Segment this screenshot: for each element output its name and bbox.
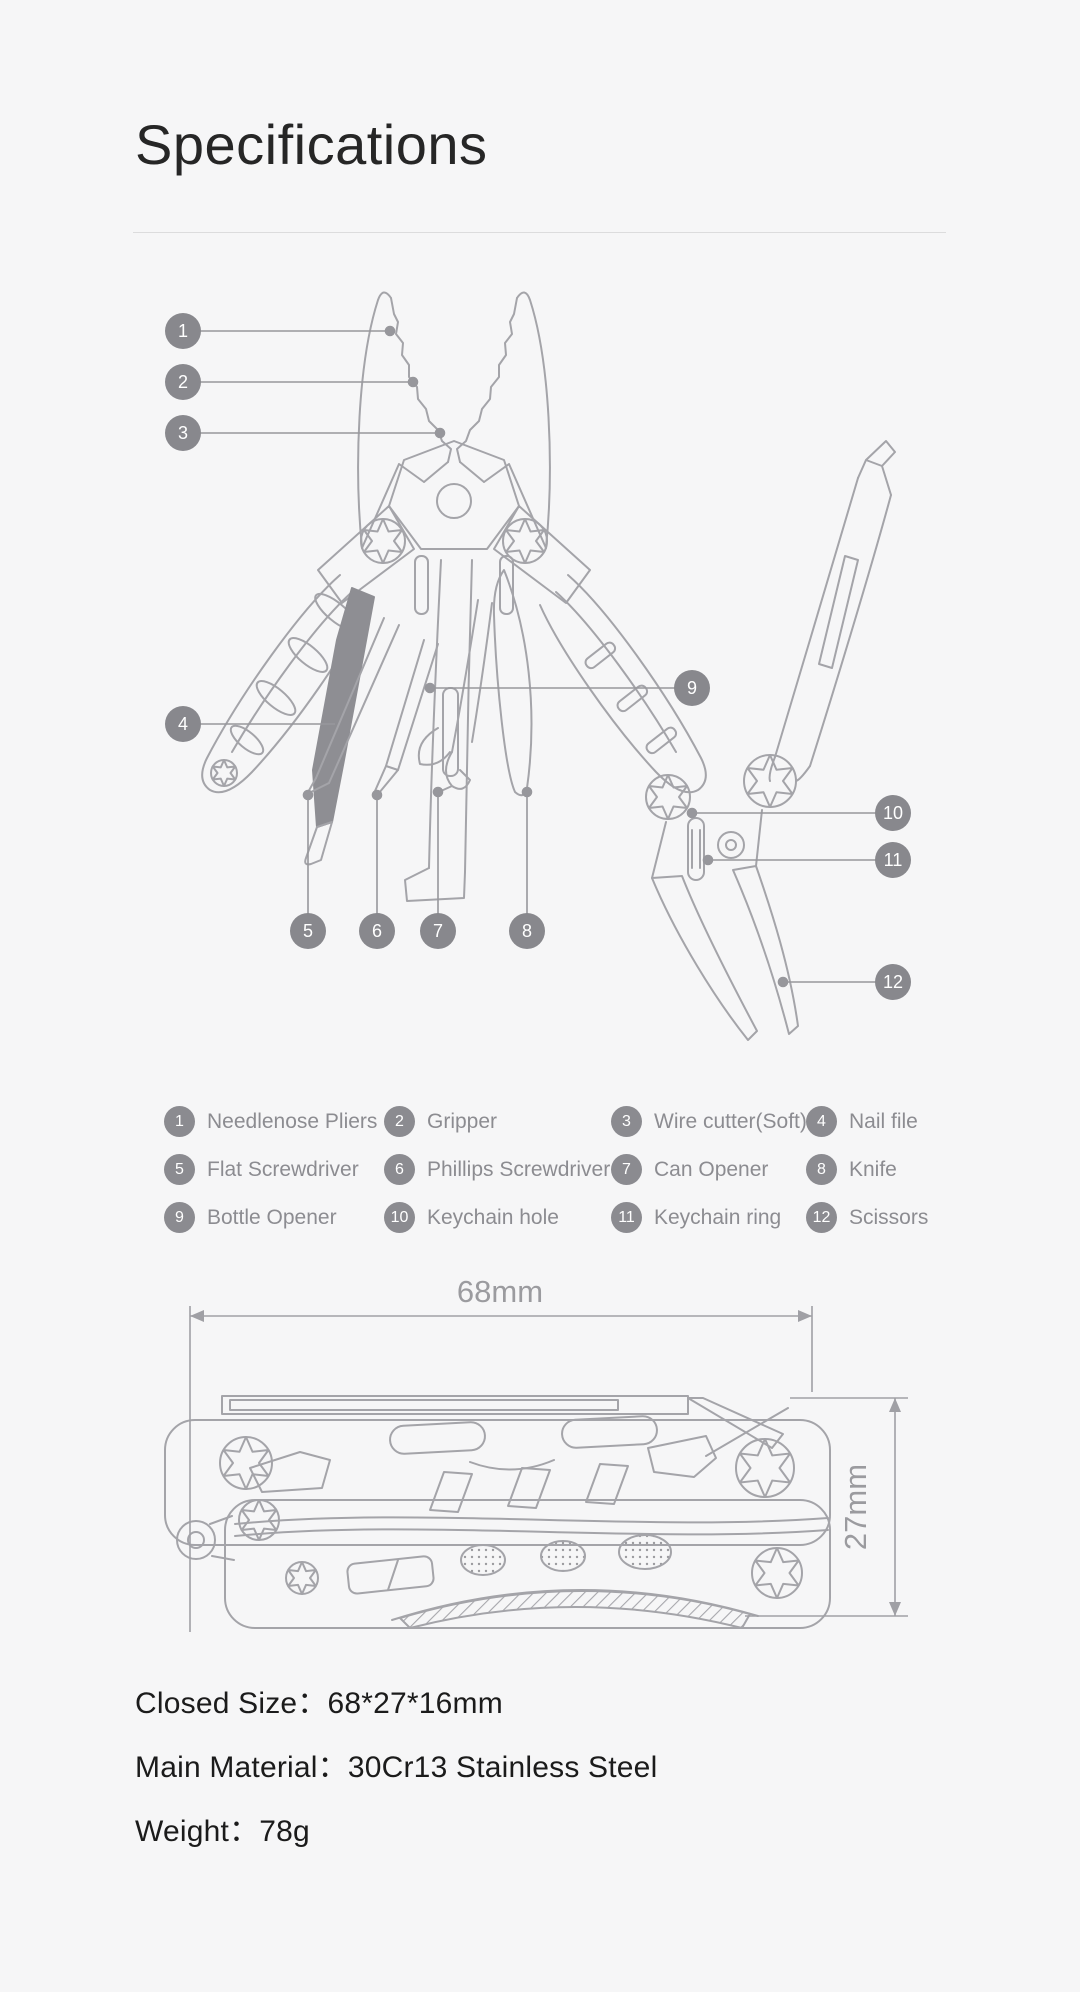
legend-label: Knife	[849, 1157, 897, 1181]
legend-item-knife: 8 Knife	[806, 1154, 897, 1185]
callout-badge-3: 3	[165, 415, 201, 451]
spec-weight: Weight：78g	[135, 1815, 310, 1848]
callout-badge-6: 6	[359, 913, 395, 949]
legend-item-keychain-ring: 11 Keychain ring	[611, 1202, 781, 1233]
legend-badge: 7	[611, 1154, 642, 1185]
legend-badge: 3	[611, 1106, 642, 1137]
legend-item-gripper: 2 Gripper	[384, 1106, 497, 1137]
legend-label: Gripper	[427, 1109, 498, 1133]
legend-badge: 10	[384, 1202, 415, 1233]
dimension-lines	[189, 1306, 908, 1632]
callout-badge-8: 8	[509, 913, 545, 949]
legend-label: Keychain hole	[427, 1205, 559, 1229]
legend-item-keychain-hole: 10 Keychain hole	[384, 1202, 559, 1233]
legend-badge: 11	[611, 1202, 642, 1233]
callout-badge-4: 4	[165, 706, 201, 742]
legend-label: Scissors	[849, 1205, 929, 1229]
callout-badge-1: 1	[165, 313, 201, 349]
spec-closed-size: Closed Size：68*27*16mm	[135, 1687, 503, 1720]
legend-label: Phillips Screwdriver	[427, 1157, 611, 1181]
closed-tool-drawing	[164, 1395, 831, 1629]
title-divider	[133, 232, 946, 233]
legend-item-flat-screwdriver: 5 Flat Screwdriver	[164, 1154, 359, 1185]
legend-label: Bottle Opener	[207, 1205, 337, 1229]
legend-badge: 12	[806, 1202, 837, 1233]
width-dimension-label: 68mm	[457, 1274, 543, 1309]
callout-badge-5: 5	[290, 913, 326, 949]
legend-badge: 5	[164, 1154, 195, 1185]
callout-badge-11: 11	[875, 842, 911, 878]
callout-badge-9: 9	[674, 670, 710, 706]
legend-badge: 9	[164, 1202, 195, 1233]
legend-item-nail-file: 4 Nail file	[806, 1106, 918, 1137]
legend-label: Nail file	[849, 1109, 918, 1133]
legend-item-scissors: 12 Scissors	[806, 1202, 928, 1233]
callout-badge-7: 7	[420, 913, 456, 949]
callout-leader-lines	[200, 325, 876, 988]
legend-item-can-opener: 7 Can Opener	[611, 1154, 768, 1185]
legend-badge: 6	[384, 1154, 415, 1185]
open-tool-drawing	[201, 291, 896, 1041]
legend-item-bottle-opener: 9 Bottle Opener	[164, 1202, 337, 1233]
legend-item-phillips-screwdriver: 6 Phillips Screwdriver	[384, 1154, 610, 1185]
legend-badge: 2	[384, 1106, 415, 1137]
legend-label: Can Opener	[654, 1157, 769, 1181]
legend-item-needlenose-pliers: 1 Needlenose Pliers	[164, 1106, 377, 1137]
callout-badge-10: 10	[875, 795, 911, 831]
spec-main-material: Main Material：30Cr13 Stainless Steel	[135, 1751, 658, 1784]
legend-badge: 1	[164, 1106, 195, 1137]
page-title: Specifications	[135, 113, 488, 176]
legend-label: Flat Screwdriver	[207, 1157, 359, 1181]
legend-label: Keychain ring	[654, 1205, 782, 1229]
legend-label: Wire cutter(Soft)	[654, 1109, 807, 1133]
callout-badge-12: 12	[875, 964, 911, 1000]
callout-badge-2: 2	[165, 364, 201, 400]
legend-item-wire-cutter: 3 Wire cutter(Soft)	[611, 1106, 807, 1137]
legend-badge: 8	[806, 1154, 837, 1185]
height-dimension-label: 27mm	[838, 1464, 873, 1550]
legend-label: Needlenose Pliers	[207, 1109, 378, 1133]
legend-badge: 4	[806, 1106, 837, 1137]
